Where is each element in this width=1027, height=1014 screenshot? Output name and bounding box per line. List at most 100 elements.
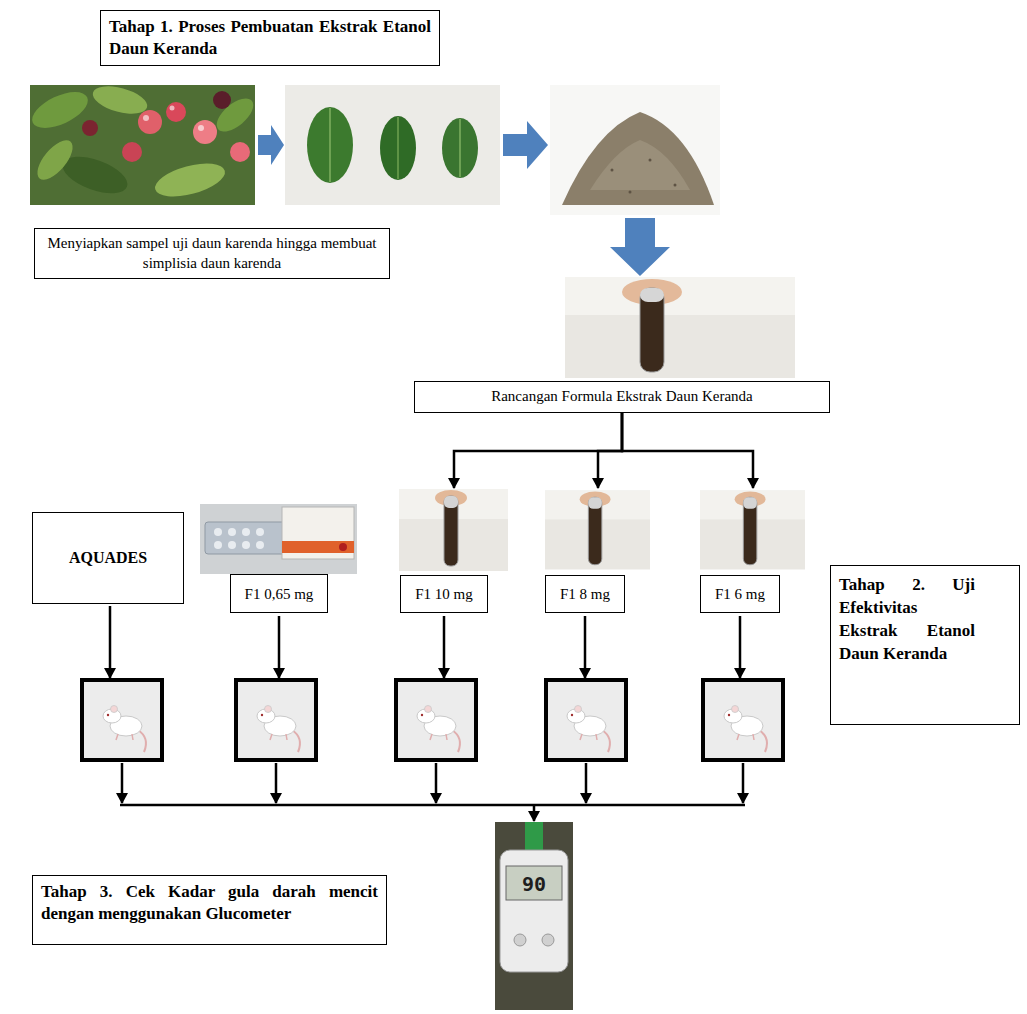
drug-photo-part — [228, 528, 236, 536]
drug-photo-part — [200, 504, 357, 574]
drug-photo-part — [228, 541, 236, 549]
node-text: AQUADES — [69, 549, 147, 567]
extract-tube-photo-part — [622, 279, 682, 305]
flow-line-part — [278, 616, 281, 678]
dose-label-box: F1 8 mg — [545, 575, 625, 613]
leaves-photo-part — [442, 118, 478, 178]
dose-box: F1 0,65 mg — [200, 504, 357, 613]
glucometer-photo-part — [525, 822, 543, 854]
flow-arrow-part — [503, 121, 548, 169]
flow-line-part — [585, 763, 588, 803]
glucometer-photo-part — [500, 850, 568, 972]
node-text: Menyiapkan sampel uji daun karenda hingg… — [45, 234, 379, 273]
drug-photo-part — [242, 528, 250, 536]
flow-line-part — [533, 805, 536, 821]
powder-photo-part — [649, 159, 652, 162]
mouse-box — [82, 680, 783, 760]
sample-tube-photo — [399, 489, 805, 571]
mouse-box-part — [82, 680, 162, 760]
stage-heading-box: Tahap 3. Cek Kadar gula darah mencit den… — [32, 875, 387, 945]
node-text: Tahap 3. Cek Kadar gula darah mencit den… — [41, 881, 378, 925]
flow-arrow-part — [610, 218, 670, 276]
powder-photo-part — [674, 184, 677, 187]
process-box: Rancangan Formula Ekstrak Daun Keranda — [414, 381, 830, 413]
powder-photo-part — [562, 112, 714, 205]
drug-photo-part — [256, 528, 264, 536]
dose-box: F1 6 mg — [700, 489, 805, 613]
drug-photo-part — [282, 541, 354, 553]
drug-photo-part — [242, 541, 250, 549]
control-box: AQUADES — [32, 512, 184, 604]
node-text: F1 0,65 mg — [245, 585, 314, 603]
flow-line-part — [739, 616, 742, 678]
drug-photo-part — [214, 541, 222, 549]
flow-line-part — [275, 763, 278, 803]
extract-tube-photo-part — [565, 277, 795, 378]
drug-photo-part — [256, 541, 264, 549]
mouse-box-part — [546, 680, 626, 760]
plant-photo-part — [90, 81, 150, 119]
stage-heading-box: Tahap 1. Proses Pembuatan Ekstrak Etanol… — [100, 10, 440, 66]
stage-heading-box: Tahap 2. Uji Efektivitas Ekstrak Etanol … — [830, 565, 1020, 725]
caption-box: Menyiapkan sampel uji daun karenda hingg… — [34, 228, 390, 279]
dose-label-box: F1 0,65 mg — [230, 574, 328, 613]
meter-reading: 90 — [507, 868, 561, 899]
extract-tube-photo — [565, 277, 795, 378]
mouse-box-part — [703, 680, 783, 760]
flow-connector — [622, 413, 753, 488]
dose-box: F1 8 mg — [545, 489, 650, 613]
node-text: Tahap 2. Uji Efektivitas Ekstrak Etanol … — [839, 574, 975, 666]
plant-photo-part — [122, 142, 142, 162]
node-text: F1 8 mg — [560, 585, 610, 603]
flow-line-part — [435, 763, 438, 803]
flow-line-part — [109, 606, 112, 678]
mouse-box-part — [396, 680, 476, 760]
drug-photo-part — [339, 543, 347, 551]
plant-photo-part — [213, 91, 231, 109]
node-text: F1 6 mg — [715, 585, 765, 603]
leaves-photo-part — [459, 119, 461, 177]
glucometer-photo-part — [495, 822, 573, 1010]
plant-photo-part — [198, 125, 204, 131]
node-text: Rancangan Formula Ekstrak Daun Keranda — [425, 387, 819, 407]
flow-line — [110, 606, 745, 821]
leaves-photo-part — [397, 117, 399, 179]
glucometer-photo-part — [542, 934, 554, 946]
flow-arrow-part — [258, 125, 284, 165]
leaves-photo-part — [285, 85, 500, 205]
dose-box: F1 10 mg — [399, 489, 508, 613]
powder-photo-part — [590, 140, 690, 190]
plant-photo-part — [143, 115, 149, 121]
mouse-box-part — [236, 680, 316, 760]
powder-photo — [550, 85, 720, 215]
mouse-box-part — [703, 680, 783, 760]
flow-line-part — [443, 616, 446, 678]
plant-photo — [27, 81, 259, 205]
dose-label-box: F1 10 mg — [400, 575, 488, 613]
extract-tube-photo-part — [565, 277, 795, 315]
leaves-photo-part — [329, 108, 331, 182]
drug-photo-part — [214, 528, 222, 536]
flow-line-part — [120, 804, 745, 807]
node-text: F1 10 mg — [415, 585, 473, 603]
mouse-box-part — [396, 680, 476, 760]
mouse-box-part — [546, 680, 626, 760]
flow-line-part — [742, 763, 745, 803]
plant-photo-part — [31, 135, 79, 186]
glucometer-photo-part — [514, 934, 526, 946]
powder-photo-part — [611, 169, 614, 172]
plant-photo-part — [138, 110, 162, 134]
plant-photo-part — [230, 142, 250, 162]
glucometer-photo-part — [506, 866, 562, 900]
leaves-photo-part — [380, 116, 416, 180]
flow-connector — [454, 413, 622, 488]
flow-line-part — [121, 763, 124, 803]
flow-connector — [598, 413, 622, 488]
mouse-box-part — [236, 680, 316, 760]
drug-photo-part — [282, 507, 354, 559]
leaves-photo — [285, 85, 500, 205]
plant-photo-part — [193, 120, 217, 144]
powder-photo-part — [550, 85, 720, 215]
leaves-photo-part — [307, 107, 353, 183]
